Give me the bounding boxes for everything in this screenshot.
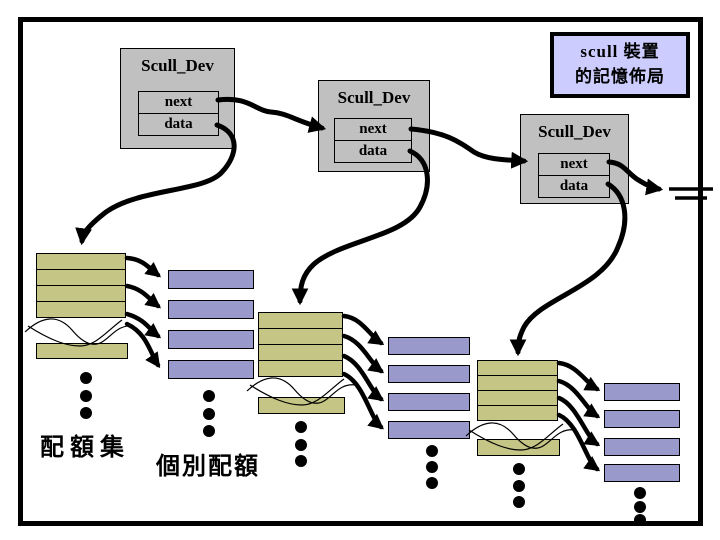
quantum-set-stack-2 [258, 312, 343, 377]
quantum-set-bar [36, 285, 126, 301]
data-pointer-field: data [164, 116, 193, 132]
quantum-bar [168, 360, 254, 379]
data-pointer-field: data [559, 178, 589, 194]
struct-fields: next data [538, 153, 610, 198]
quantum-bar [604, 438, 680, 456]
quantum-bar [168, 300, 254, 319]
slide-title-line1: scull 裝置 [580, 42, 660, 62]
slide-title-box: scull 裝置 的記憶佈局 [550, 32, 690, 98]
quantum-bar [388, 393, 470, 411]
caption-individual-quantum: 個別配額 [156, 454, 260, 480]
next-pointer-field: next [335, 119, 411, 141]
quantum-set-stack-3 [477, 360, 558, 421]
struct-fields: next data [334, 118, 412, 163]
quantum-bar [388, 337, 470, 355]
quantum-bar [604, 383, 680, 401]
struct-title: Scull_Dev [141, 56, 214, 75]
struct-fields: next data [138, 91, 219, 136]
scull-dev-box-2: Scull_Dev next data [318, 80, 430, 172]
quantum-set-stack-1 [36, 253, 126, 318]
quantum-bar [604, 464, 680, 482]
quantum-bar [168, 330, 254, 349]
quantum-bar [388, 365, 470, 383]
slide-title-line2: 的記憶佈局 [575, 67, 665, 86]
quantum-set-bar [36, 269, 126, 285]
quantum-set-bar [36, 301, 126, 318]
quantum-bar [388, 421, 470, 439]
quantum-set-bar [477, 405, 558, 421]
quantum-set-bar [258, 360, 343, 377]
struct-title: Scull_Dev [337, 88, 411, 107]
quantum-set-bar [477, 390, 558, 405]
quantum-bar [168, 270, 254, 289]
quantum-set-bar [477, 360, 558, 375]
next-pointer-field: next [539, 154, 609, 176]
scull-dev-box-1: Scull_Dev next data [120, 48, 235, 149]
quantum-set-bar [477, 375, 558, 390]
data-pointer-field: data [358, 143, 388, 159]
quantum-bar [604, 410, 680, 428]
quantum-set-tail-bar-1 [36, 343, 128, 359]
quantum-set-bar [258, 344, 343, 360]
next-pointer-field: next [139, 92, 218, 114]
quantum-set-bar [258, 312, 343, 328]
quantum-set-bar [258, 328, 343, 344]
quantum-set-bar [36, 253, 126, 269]
scull-dev-box-3: Scull_Dev next data [520, 114, 629, 204]
quantum-set-tail-bar-3 [477, 439, 560, 456]
caption-quantum-set: 配額集 [40, 435, 130, 461]
quantum-set-tail-bar-2 [258, 397, 345, 414]
struct-title: Scull_Dev [538, 122, 611, 141]
